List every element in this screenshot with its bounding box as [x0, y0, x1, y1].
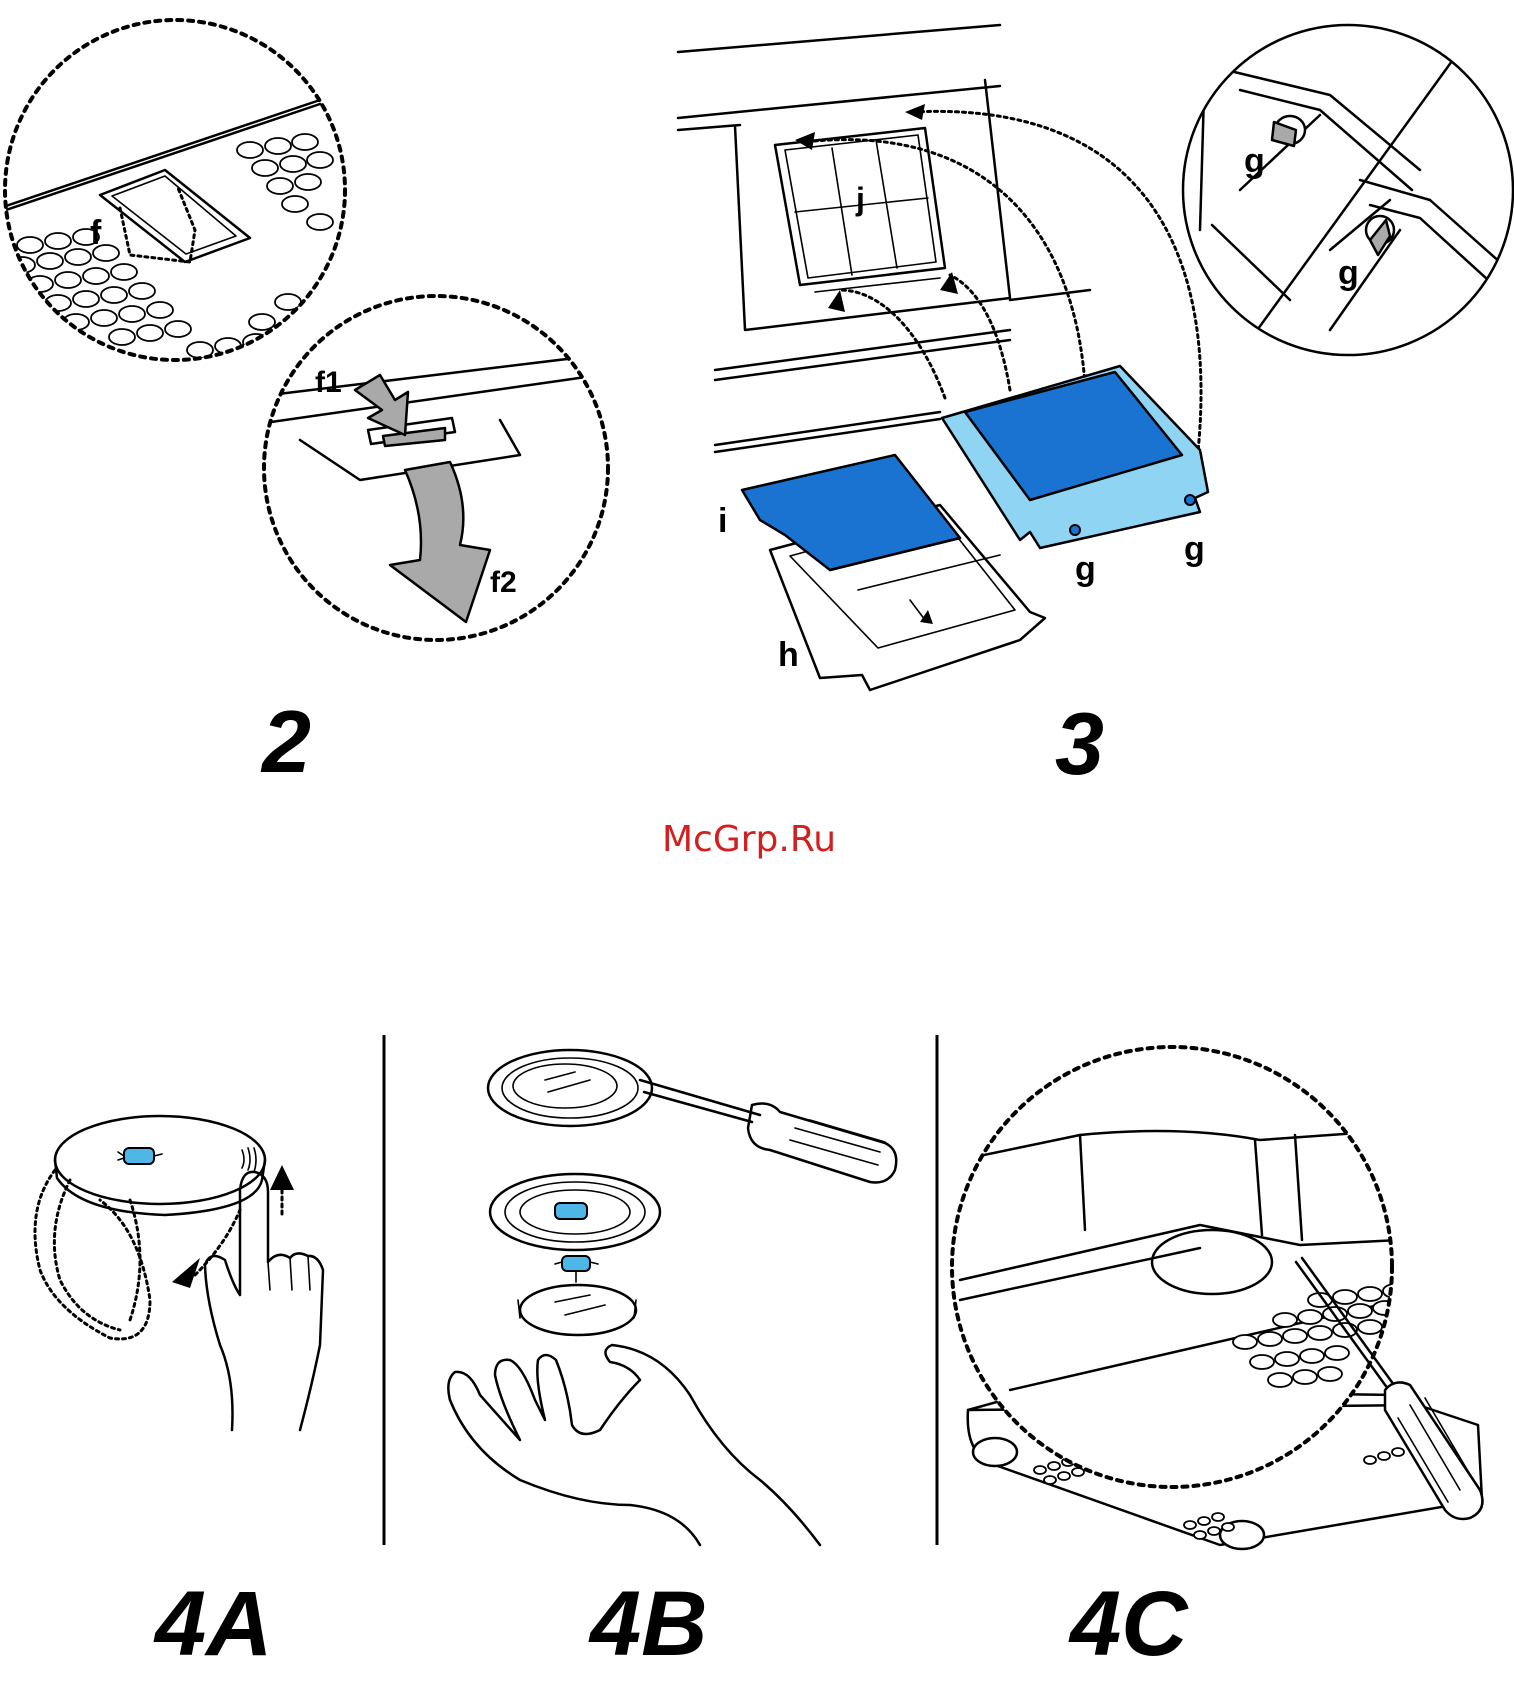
callout-g-frame-left: g [1075, 550, 1096, 588]
bulb-icon [124, 1148, 154, 1164]
detail-circle-fasteners [1183, 25, 1514, 355]
step-4b-panel: 4B [448, 1050, 896, 1675]
perforation-holes [9, 134, 333, 358]
callout-f1: f1 [315, 366, 342, 399]
light-housing-with-bulb [490, 1174, 660, 1250]
callout-i: i [718, 502, 727, 540]
bulb-icon [562, 1256, 590, 1271]
step-number-3: 3 [1055, 694, 1104, 793]
callout-g-frame-right: g [1184, 530, 1205, 568]
watermark: McGrp.Ru [662, 819, 836, 860]
lens-cover [518, 1285, 636, 1335]
step-3-panel: j g g i h [678, 25, 1514, 793]
arrow-up-icon [270, 1165, 294, 1190]
step-number-4a: 4A [153, 1573, 273, 1675]
step-2-panel: f f1 f2 2 [0, 20, 608, 791]
hood-body [678, 25, 1090, 452]
callout-g-detail-bottom: g [1338, 254, 1359, 292]
arrowhead [828, 290, 845, 312]
carbon-filter-frame [942, 366, 1208, 548]
detail-circle-light-removal [950, 1040, 1407, 1487]
cover-with-screwdriver [488, 1050, 896, 1183]
step-number-4b: 4B [588, 1573, 708, 1675]
callout-f2: f2 [490, 566, 517, 599]
bulb-icon [555, 1203, 587, 1219]
arrow-f1 [355, 375, 408, 435]
step-4a-panel: 4A [35, 1116, 323, 1675]
step-number-2: 2 [260, 692, 311, 791]
callout-h: h [778, 636, 799, 674]
callout-g-detail-top: g [1244, 142, 1265, 180]
callout-f: f [90, 214, 102, 252]
detail-circle-handle-release [264, 296, 608, 640]
arrowhead [905, 104, 925, 120]
arrow-f2 [390, 462, 490, 622]
detail-circle-grease-filter [0, 20, 345, 360]
step-4c-panel: 4C [950, 1040, 1482, 1675]
hand-4a [205, 1172, 323, 1430]
step-number-4c: 4C [1068, 1573, 1189, 1675]
open-hand-4b [448, 1345, 820, 1545]
callout-j: j [855, 181, 865, 217]
